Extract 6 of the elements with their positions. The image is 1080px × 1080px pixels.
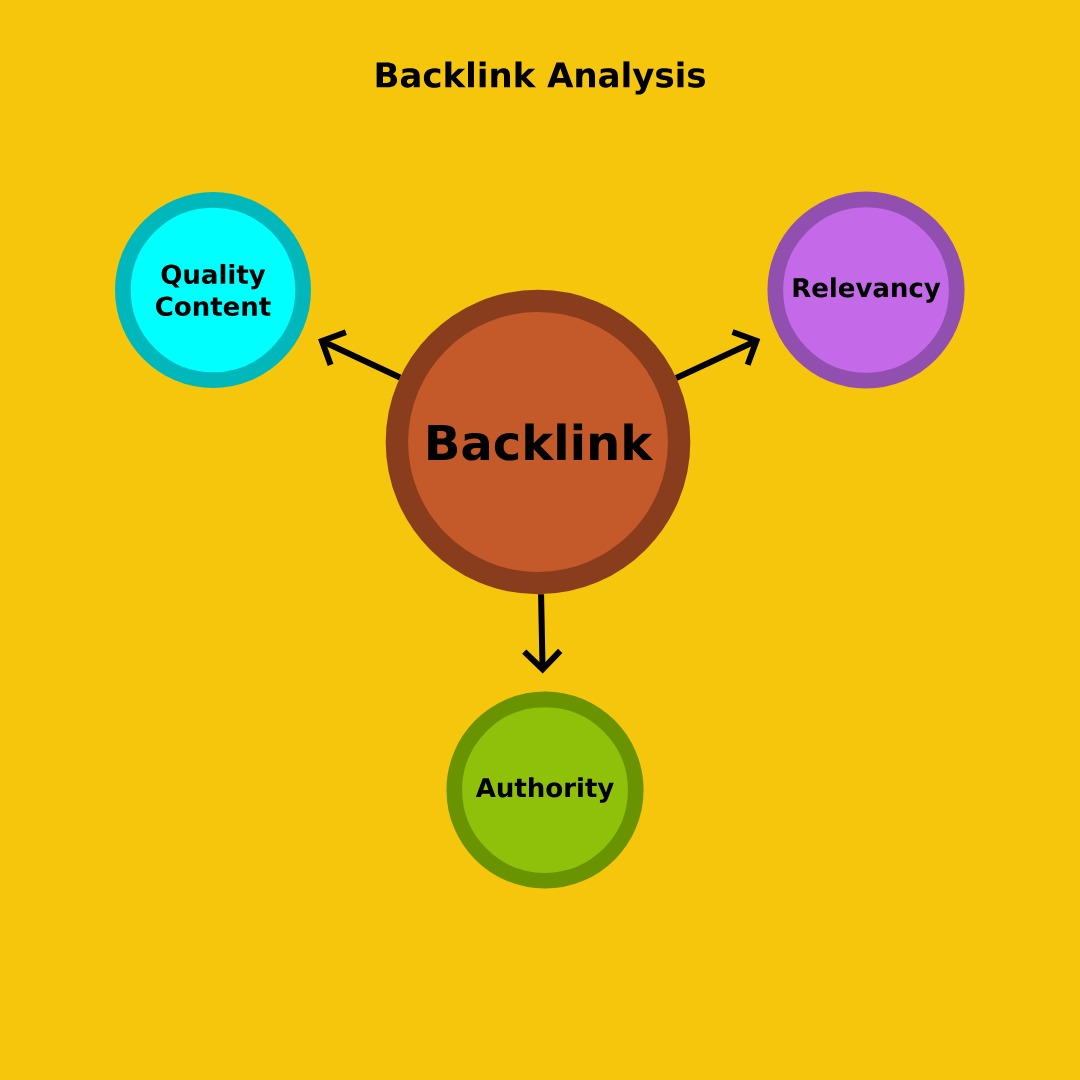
- circle-node: Authority: [446, 691, 644, 889]
- title: Backlink Analysis: [376, 61, 705, 95]
- arrow: [318, 329, 402, 381]
- circle-node: Relevancy: [767, 191, 965, 389]
- arrow: [522, 594, 563, 674]
- arrow: [674, 329, 761, 381]
